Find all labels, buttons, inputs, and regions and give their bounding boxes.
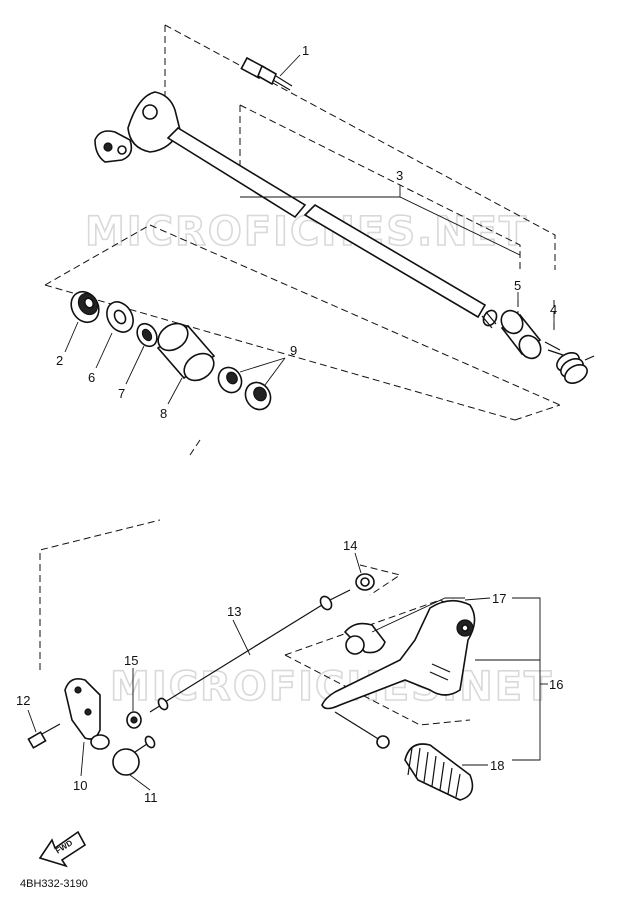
fwd-arrow-icon: FWD <box>38 830 87 868</box>
part-10-lever-arm <box>64 677 110 750</box>
guide-line <box>44 224 151 286</box>
callouts: 1 3 5 4 2 6 7 8 9 14 13 15 12 10 11 17 1… <box>16 43 563 805</box>
part-3-shaft <box>166 126 498 329</box>
callout-14: 14 <box>343 538 357 553</box>
part-13-shift-rod <box>149 589 351 713</box>
callout-13: 13 <box>227 604 241 619</box>
part-18-rubber <box>404 743 474 801</box>
callout-15: 15 <box>124 653 138 668</box>
callout-12: 12 <box>16 693 30 708</box>
guide-line <box>39 519 161 670</box>
part-16-shift-pedal <box>321 599 476 749</box>
callout-3: 3 <box>396 168 403 183</box>
part-1-bolt <box>240 56 293 91</box>
part-12-bolt <box>27 723 61 749</box>
part-2-oil-seal <box>70 290 100 324</box>
guide-line <box>359 564 402 596</box>
part-9-bushing <box>244 381 272 411</box>
callout-6: 6 <box>88 370 95 385</box>
callout-5: 5 <box>514 278 521 293</box>
callout-7: 7 <box>118 386 125 401</box>
lower-assembly: FWD <box>27 519 476 868</box>
callout-18: 18 <box>490 758 504 773</box>
callout-4: 4 <box>550 302 557 317</box>
part-11-rod-end <box>112 735 156 776</box>
part-3-shift-arm <box>94 91 181 163</box>
guide-line <box>284 654 471 726</box>
callout-17: 17 <box>492 591 506 606</box>
callout-10: 10 <box>73 778 87 793</box>
part-8-sleeve <box>156 322 216 382</box>
callout-2: 2 <box>56 353 63 368</box>
part-15-nut <box>126 711 142 729</box>
guide-line <box>189 439 201 456</box>
callout-8: 8 <box>160 406 167 421</box>
guide-line <box>149 224 561 406</box>
callout-1: 1 <box>302 43 309 58</box>
part-4-spring <box>544 341 595 384</box>
guide-line <box>514 404 561 421</box>
diagram-code: 4BH332-3190 <box>20 878 88 890</box>
part-9-bushing <box>217 366 243 394</box>
upper-assembly <box>44 24 595 456</box>
callout-11: 11 <box>144 790 158 805</box>
part-14-nut <box>355 573 375 591</box>
callout-9: 9 <box>290 343 297 358</box>
guide-line <box>164 24 556 270</box>
callout-16: 16 <box>549 677 563 692</box>
part-6-washer <box>106 301 134 333</box>
part-17-joint <box>343 622 386 655</box>
part-7-circlip <box>136 322 158 348</box>
guide-line <box>239 104 521 270</box>
leader-lines <box>27 54 555 791</box>
part-5-collar <box>500 309 542 360</box>
